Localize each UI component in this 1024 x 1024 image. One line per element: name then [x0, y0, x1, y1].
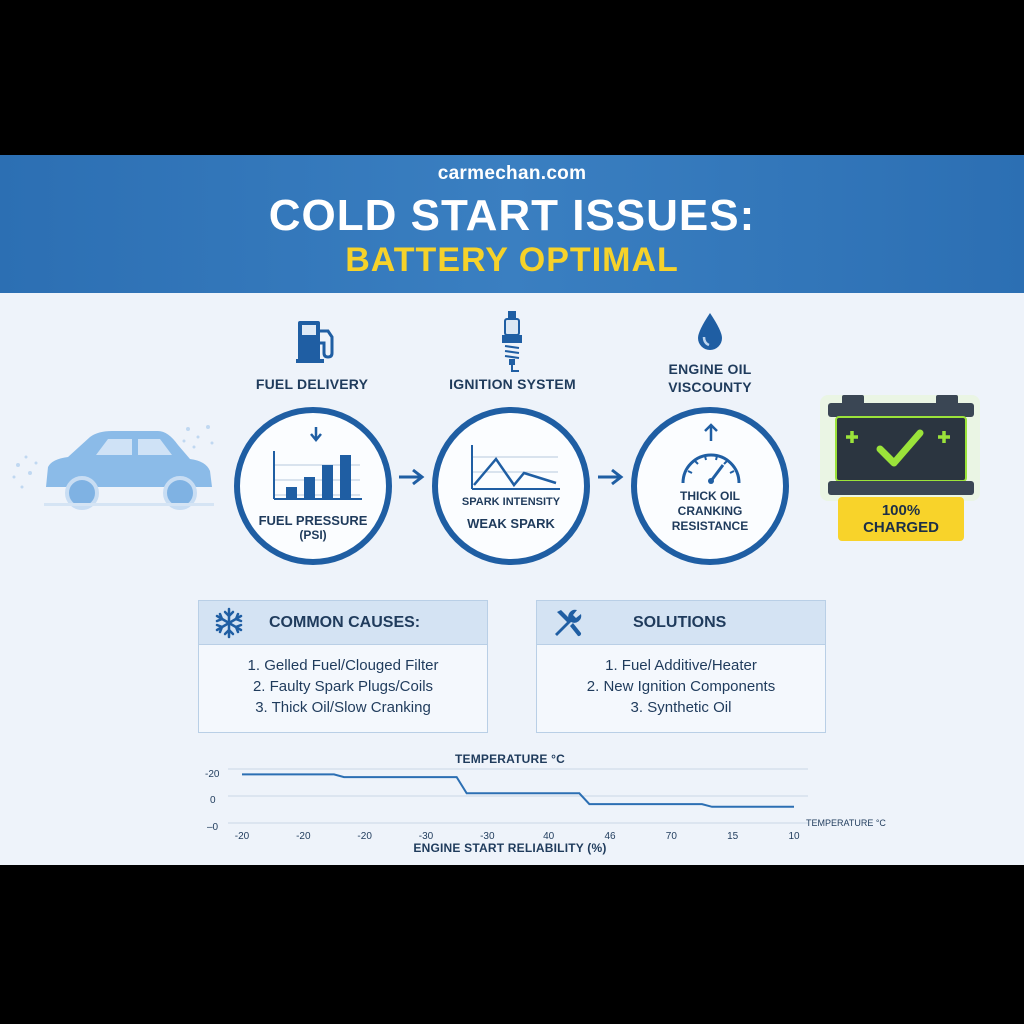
- arrow-right-icon: [399, 468, 425, 486]
- chart-x-axis-label: ENGINE START RELIABILITY (%): [413, 841, 607, 855]
- fuel-pressure-line1: FUEL PRESSURE: [258, 513, 368, 528]
- list-item: 1. Gelled Fuel/Clouged Filter: [247, 657, 439, 674]
- fuel-pump-icon: [296, 321, 334, 363]
- solutions-list: 1. Fuel Additive/Heater 2. New Ignition …: [537, 655, 825, 718]
- x-tick-label: 15: [727, 831, 739, 842]
- site-name[interactable]: carmechan.com: [437, 163, 587, 184]
- title-banner: carmechan.com COLD START ISSUES: BATTERY…: [0, 155, 1024, 293]
- engine-oil-circle: THICK OIL CRANKING RESISTANCE: [631, 407, 789, 565]
- oil-resistance-line3: RESISTANCE: [671, 519, 749, 533]
- x-tick-label: -30: [418, 831, 434, 842]
- chart-top-label: TEMPERATURE °C: [454, 752, 566, 766]
- common-causes-header: COMMON CAUSES:: [199, 601, 487, 645]
- list-item: 3. Thick Oil/Slow Cranking: [255, 699, 431, 716]
- spark-wave-icon: [471, 445, 560, 490]
- reliability-line-chart: [228, 768, 808, 824]
- battery-check-icon: [820, 395, 980, 501]
- list-item: 2. New Ignition Components: [586, 678, 776, 695]
- list-item: 2. Faulty Spark Plugs/Coils: [252, 678, 434, 695]
- wrench-screwdriver-icon: [555, 609, 582, 637]
- page-subtitle: BATTERY OPTIMAL: [345, 241, 679, 279]
- x-tick-label: 70: [665, 831, 677, 842]
- reliability-series-line: [242, 773, 794, 808]
- x-axis-ticks: -20 -20 -20 -30 -30 40 46 70 15 10: [228, 831, 808, 845]
- y-tick-label: 0: [210, 795, 216, 806]
- x-tick-label: -20: [357, 831, 372, 842]
- frosted-car-icon: [12, 425, 214, 510]
- engine-oil-label-line1: ENGINE OIL: [668, 361, 752, 377]
- list-item: 1. Fuel Additive/Heater: [605, 657, 757, 674]
- spark-intensity-line1: SPARK INTENSITY: [461, 496, 561, 508]
- x-tick-label: 46: [604, 831, 616, 842]
- y-tick-label: –0: [207, 822, 219, 833]
- oil-resistance-line2: CRANKING: [677, 504, 743, 518]
- spark-intensity-line2: WEAK SPARK: [467, 516, 555, 531]
- fuel-delivery-circle: FUEL PRESSURE (PSI): [234, 407, 392, 565]
- oil-drop-icon: [698, 313, 722, 350]
- x-tick-label: 10: [788, 831, 800, 842]
- spark-intensity-text: SPARK INTENSITY WEAK SPARK: [438, 495, 584, 531]
- fuel-delivery-label: FUEL DELIVERY: [255, 376, 369, 392]
- ignition-system-label: IGNITION SYSTEM: [449, 376, 576, 392]
- oil-resistance-line1: THICK OIL: [680, 489, 740, 503]
- arrow-right-icon: [598, 468, 624, 486]
- engine-oil-label: ENGINE OIL VISCOUNTY: [630, 360, 790, 396]
- battery-status-percent: 100%: [881, 502, 921, 519]
- fuel-pressure-line2: (PSI): [299, 528, 327, 542]
- solutions-panel: SOLUTIONS 1. Fuel Additive/Heater 2. New…: [536, 600, 826, 733]
- solutions-header: SOLUTIONS: [537, 601, 825, 645]
- pressure-gauge-icon: [681, 423, 741, 484]
- right-axis-label: TEMPERATURE °C: [806, 818, 886, 828]
- battery-status-text: CHARGED: [863, 519, 939, 536]
- engine-oil-label-line2: VISCOUNTY: [668, 379, 752, 395]
- fuel-pressure-chart-icon: [273, 427, 362, 500]
- snowflake-icon: [215, 607, 243, 639]
- list-item: 3. Synthetic Oil: [630, 699, 732, 716]
- x-tick-label: -20: [234, 831, 250, 842]
- x-tick-label: -30: [480, 831, 495, 842]
- common-causes-heading: COMMON CAUSES:: [269, 614, 421, 631]
- solutions-heading: SOLUTIONS: [633, 614, 727, 631]
- battery-status-badge: 100% CHARGED: [838, 497, 964, 541]
- x-tick-label: -20: [296, 831, 311, 842]
- infographic-canvas: carmechan.com COLD START ISSUES: BATTERY…: [0, 155, 1024, 865]
- common-causes-list: 1. Gelled Fuel/Clouged Filter 2. Faulty …: [199, 655, 487, 718]
- common-causes-panel: COMMON CAUSES: 1. Gelled Fuel/Clouged Fi…: [198, 600, 488, 733]
- y-tick-label: -20: [205, 769, 220, 780]
- oil-resistance-text: THICK OIL CRANKING RESISTANCE: [637, 489, 783, 534]
- fuel-pressure-text: FUEL PRESSURE (PSI): [240, 513, 386, 543]
- x-tick-label: 40: [543, 831, 555, 842]
- ignition-system-circle: SPARK INTENSITY WEAK SPARK: [432, 407, 590, 565]
- spark-plug-icon: [502, 311, 522, 372]
- page-title: COLD START ISSUES:: [268, 191, 756, 240]
